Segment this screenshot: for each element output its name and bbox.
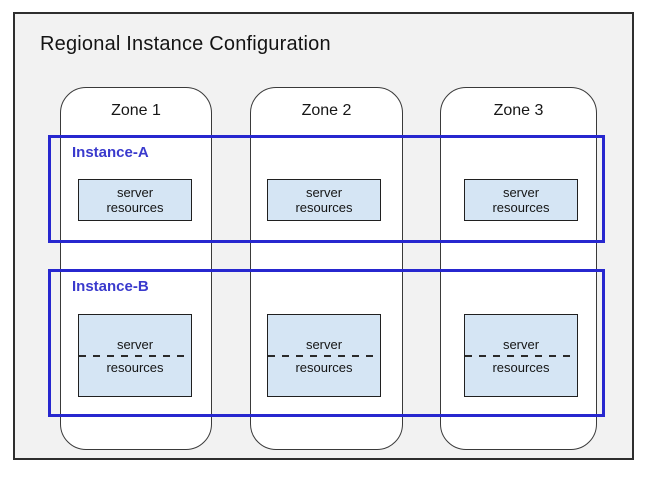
server-resources-text: server (502, 185, 540, 200)
server-resources-text: server (502, 336, 540, 352)
server-resources-text: resources (492, 200, 550, 215)
instance-a-label: Instance-A (72, 144, 149, 161)
server-resources-box-a-zone3: server resources (464, 179, 578, 221)
server-resources-text: server (305, 336, 343, 352)
resource-split-divider (268, 354, 380, 357)
server-resources-box-b-zone3: server resources (464, 314, 578, 397)
server-resources-text: resources (106, 200, 164, 215)
server-resources-text: resources (295, 359, 353, 375)
server-resources-text: resources (106, 359, 164, 375)
instance-b-label: Instance-B (72, 278, 149, 295)
instance-a-boundary: Instance-A (48, 135, 605, 243)
zone-2-label: Zone 2 (301, 102, 352, 119)
server-resources-box-a-zone1: server resources (78, 179, 192, 221)
server-resources-box-a-zone2: server resources (267, 179, 381, 221)
server-resources-text: resources (295, 200, 353, 215)
server-resources-box-b-zone2: server resources (267, 314, 381, 397)
zone-1-label: Zone 1 (111, 102, 161, 119)
server-resources-text: server (116, 185, 154, 200)
resource-split-divider (79, 354, 191, 357)
region-container: Regional Instance Configuration Zone 1 Z… (13, 12, 634, 460)
page-title: Regional Instance Configuration (40, 33, 331, 55)
server-resources-text: server (116, 336, 154, 352)
zone-3-label: Zone 3 (493, 102, 544, 119)
server-resources-text: server (305, 185, 343, 200)
instance-b-boundary: Instance-B (48, 269, 605, 417)
server-resources-text: resources (492, 359, 550, 375)
resource-split-divider (465, 354, 577, 357)
server-resources-box-b-zone1: server resources (78, 314, 192, 397)
